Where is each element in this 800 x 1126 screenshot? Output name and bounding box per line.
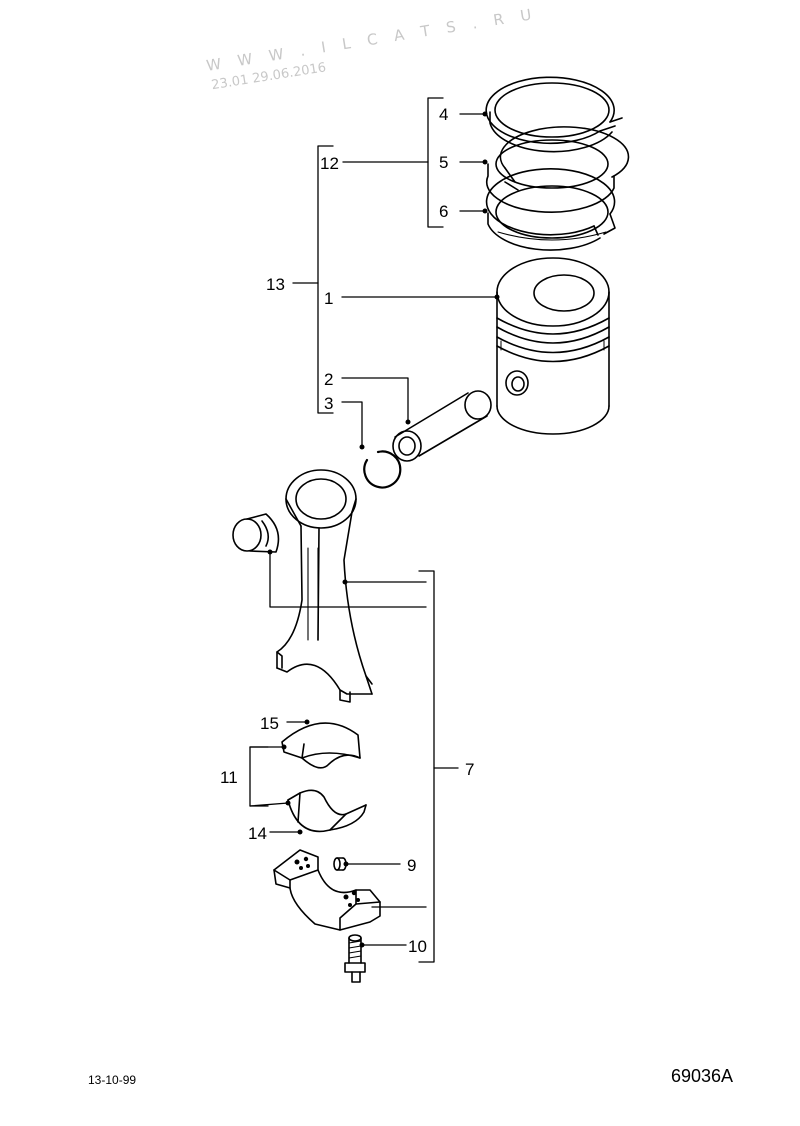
callout-5: 5 [439,153,448,172]
leader-dots [267,111,500,948]
callout-6: 6 [439,202,448,221]
connecting-rod [276,469,373,703]
callout-14: 14 [248,824,267,843]
callout-2: 2 [324,370,333,389]
callout-15: 15 [260,714,279,733]
footer-date: 13-10-99 [88,1073,137,1087]
callout-11: 11 [220,768,238,787]
callout-1: 1 [324,289,333,308]
bearing-shell-lower [287,789,367,833]
callout-7: 7 [465,760,474,779]
callout-13: 13 [266,275,285,294]
piston-ring-top [485,76,623,153]
callout-3: 3 [324,394,333,413]
callout-4: 4 [439,105,448,124]
callout-12: 12 [320,154,339,173]
bearing-cap-holes [294,856,360,907]
piston-ring-middle [485,126,630,213]
piston-ring-oil [485,167,616,251]
bearing-shell-upper [281,722,361,769]
circlip [363,450,402,489]
bolt [344,934,366,983]
leader-lines [249,97,498,963]
piston [496,257,610,435]
callout-10: 10 [408,937,427,956]
piston-pin [392,390,492,462]
small-end-bush [232,513,280,553]
diagram-code: 69036A [671,1066,734,1086]
callout-labels: 4 5 6 12 13 1 2 3 7 15 11 14 9 10 [220,105,474,956]
bearing-cap [273,849,381,931]
callout-9: 9 [407,856,416,875]
